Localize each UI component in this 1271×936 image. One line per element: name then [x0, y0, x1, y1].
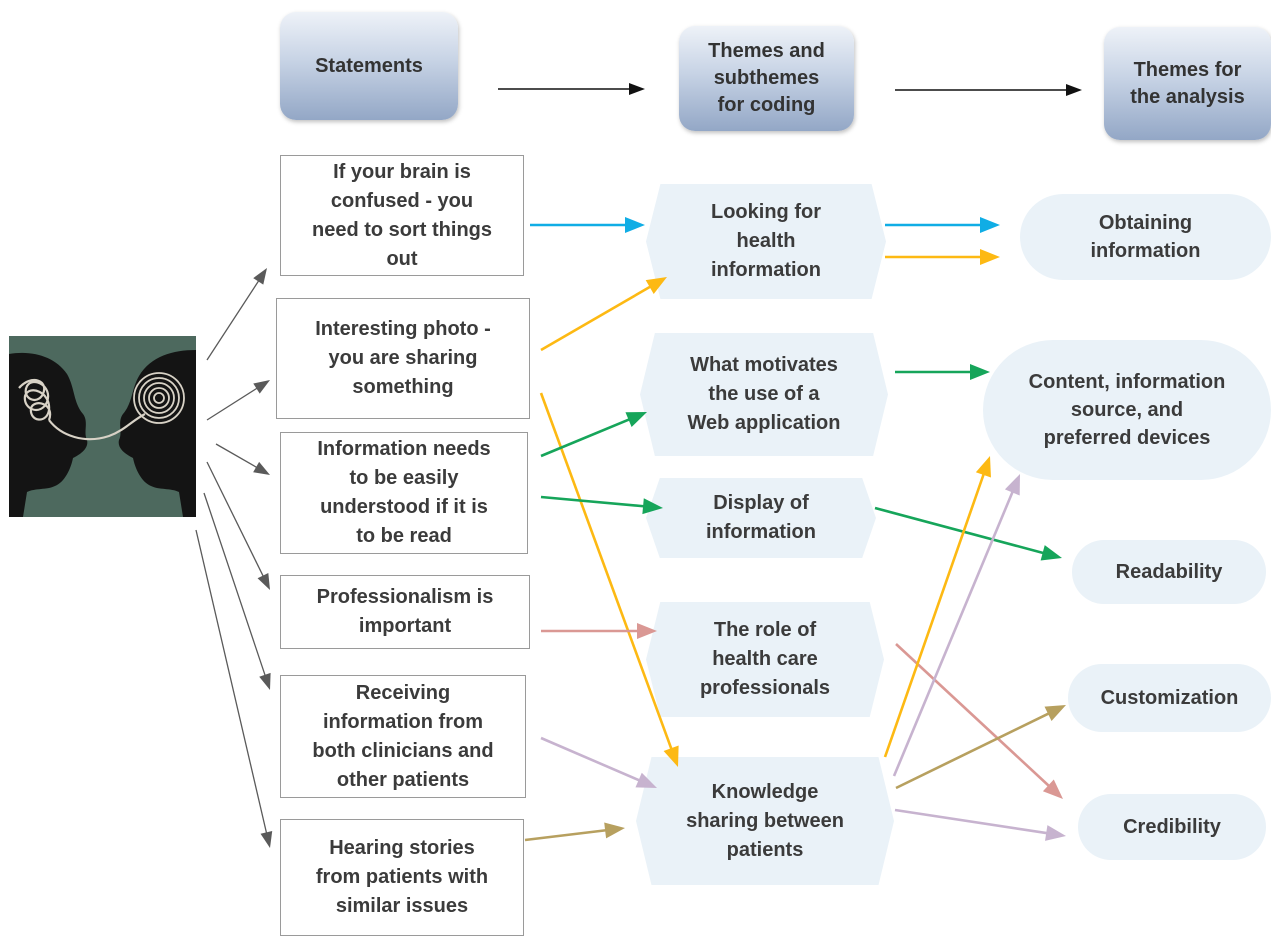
image-arrow-5 [203, 492, 271, 690]
arrow-gold-to-knowledge [524, 822, 625, 842]
header-statements: Statements [280, 12, 458, 120]
analysis-theme-obtaining-information: Obtaining information [1020, 194, 1271, 280]
analysis-theme-credibility: Credibility [1078, 794, 1266, 860]
arrow-blue-to-obtaining [885, 217, 1000, 233]
arrow-yellow-to-obtaining [885, 249, 1000, 265]
analysis-theme-readability: Readability [1072, 540, 1266, 604]
header-coding-themes: Themes and subthemes for coding [679, 26, 854, 131]
statement-receiving-information: Receiving information from both clinicia… [280, 675, 526, 798]
arrow-yellow-to-knowledge [539, 392, 679, 767]
analysis-theme-customization: Customization [1068, 664, 1271, 732]
image-arrow-1 [206, 268, 267, 361]
coding-theme-what-motivates: What motivates the use of a Web applicat… [640, 333, 888, 456]
image-arrow-4 [206, 461, 270, 590]
arrow-green-to-motivates [540, 412, 647, 458]
arrow-pink-to-role [541, 623, 657, 639]
statement-interesting-photo: Interesting photo - you are sharing some… [276, 298, 530, 419]
image-arrow-2 [206, 380, 270, 421]
image-arrow-6 [195, 529, 273, 848]
arrow-yellow-to-looking [540, 277, 667, 352]
analysis-theme-content-source-devices: Content, information source, and preferr… [983, 340, 1271, 480]
coding-theme-looking-for-health-info: Looking for health information [646, 184, 886, 299]
statement-hearing-stories: Hearing stories from patients with simil… [280, 819, 524, 936]
thinking-heads-image [9, 336, 196, 517]
arrow-green-to-display [540, 495, 663, 515]
header-analysis-themes: Themes for the analysis [1104, 27, 1271, 140]
arrow-green-to-content [895, 364, 990, 380]
header-arrow-1 [498, 83, 645, 95]
coding-theme-role-of-professionals: The role of health care professionals [646, 602, 884, 717]
arrow-blue-to-looking [530, 217, 645, 233]
arrow-gold-to-customization [895, 705, 1066, 790]
statement-easily-understood: Information needs to be easily understoo… [280, 432, 528, 554]
arrow-lilac-to-content [892, 474, 1020, 777]
coding-theme-display-of-information: Display of information [646, 478, 876, 558]
arrow-pink-to-credibility [895, 643, 1063, 799]
statement-professionalism: Professionalism is important [280, 575, 530, 649]
arrow-green-to-readability [874, 506, 1062, 561]
statement-brain-confused: If your brain is confused - you need to … [280, 155, 524, 276]
arrow-lilac-to-credibility [894, 808, 1066, 841]
coding-theme-knowledge-sharing: Knowledge sharing between patients [636, 757, 894, 885]
arrow-yellow-to-content [883, 456, 991, 758]
image-arrow-3 [215, 443, 270, 475]
header-arrow-2 [895, 84, 1082, 96]
arrow-lilac-to-knowledge [540, 736, 657, 788]
